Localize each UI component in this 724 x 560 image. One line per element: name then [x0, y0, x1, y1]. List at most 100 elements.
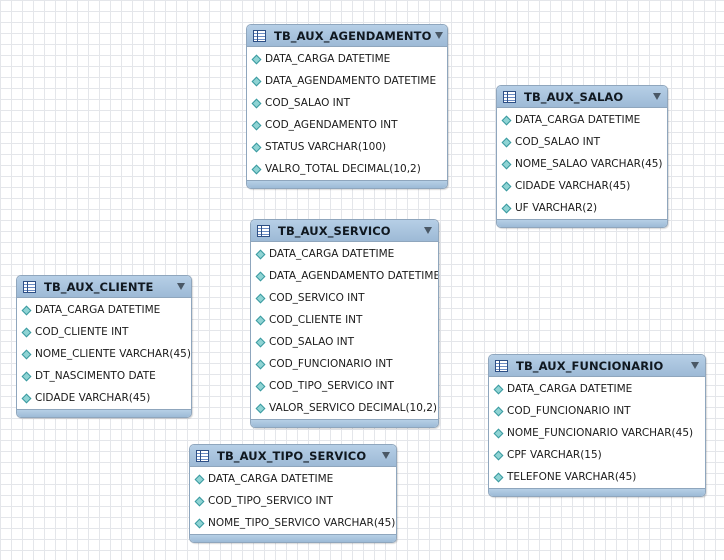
column-row[interactable]: NOME_FUNCIONARIO VARCHAR(45) — [489, 422, 705, 444]
column-row[interactable]: DATA_AGENDAMENTO DATETIME — [247, 70, 447, 92]
column-row[interactable]: VALOR_SERVICO DECIMAL(10,2) — [251, 397, 438, 419]
column-label: DATA_CARGA DATETIME — [515, 114, 641, 126]
column-label: COD_SALAO INT — [265, 97, 351, 109]
table-header[interactable]: TB_AUX_FUNCIONARIO — [489, 355, 705, 377]
column-diamond-icon — [493, 428, 504, 438]
column-row[interactable]: NOME_TIPO_SERVICO VARCHAR(45) — [190, 512, 396, 534]
column-row[interactable]: COD_SERVICO INT — [251, 287, 438, 309]
column-label: TELEFONE VARCHAR(45) — [507, 471, 637, 483]
table-footer — [247, 180, 447, 188]
column-diamond-icon — [21, 327, 32, 337]
column-row[interactable]: COD_CLIENTE INT — [251, 309, 438, 331]
column-diamond-icon — [251, 120, 262, 130]
collapse-triangle-icon[interactable] — [653, 93, 661, 100]
table-icon — [196, 449, 209, 462]
column-diamond-icon — [255, 359, 266, 369]
column-diamond-icon — [255, 271, 266, 281]
column-label: STATUS VARCHAR(100) — [265, 141, 387, 153]
column-diamond-icon — [255, 315, 266, 325]
column-diamond-icon — [501, 159, 512, 169]
column-row[interactable]: CIDADE VARCHAR(45) — [17, 387, 191, 409]
column-label: DT_NASCIMENTO DATE — [35, 370, 156, 382]
column-diamond-icon — [255, 381, 266, 391]
column-row[interactable]: DATA_CARGA DATETIME — [251, 243, 438, 265]
column-diamond-icon — [21, 349, 32, 359]
column-row[interactable]: COD_FUNCIONARIO INT — [489, 400, 705, 422]
column-label: NOME_CLIENTE VARCHAR(45) — [35, 348, 191, 360]
column-row[interactable]: DATA_CARGA DATETIME — [497, 109, 667, 131]
table-header[interactable]: TB_AUX_SALAO — [497, 86, 667, 108]
table-title: TB_AUX_FUNCIONARIO — [516, 358, 664, 373]
table-icon — [257, 224, 270, 237]
column-diamond-icon — [255, 337, 266, 347]
column-diamond-icon — [493, 472, 504, 482]
column-diamond-icon — [194, 518, 205, 528]
column-diamond-icon — [501, 115, 512, 125]
column-row[interactable]: COD_FUNCIONARIO INT — [251, 353, 438, 375]
column-row[interactable]: CIDADE VARCHAR(45) — [497, 175, 667, 197]
column-row[interactable]: CPF VARCHAR(15) — [489, 444, 705, 466]
column-diamond-icon — [21, 393, 32, 403]
column-label: DATA_AGENDAMENTO DATETIME — [269, 270, 439, 282]
column-diamond-icon — [501, 203, 512, 213]
table-footer — [17, 409, 191, 417]
table-footer — [489, 488, 705, 496]
column-row[interactable]: COD_TIPO_SERVICO INT — [190, 490, 396, 512]
column-row[interactable]: COD_SALAO INT — [247, 92, 447, 114]
table-title: TB_AUX_SERVICO — [278, 223, 391, 238]
column-row[interactable]: VALRO_TOTAL DECIMAL(10,2) — [247, 158, 447, 180]
table-tb-aux-salao[interactable]: TB_AUX_SALAO DATA_CARGA DATETIME COD_SALAO… — [496, 85, 668, 228]
table-header[interactable]: TB_AUX_CLIENTE — [17, 276, 191, 298]
collapse-triangle-icon[interactable] — [691, 362, 699, 369]
table-footer — [497, 219, 667, 227]
column-label: DATA_CARGA DATETIME — [265, 53, 391, 65]
table-icon — [253, 29, 266, 42]
column-diamond-icon — [251, 54, 262, 64]
column-label: COD_SALAO INT — [515, 136, 601, 148]
table-tb-aux-agendamento[interactable]: TB_AUX_AGENDAMENTO DATA_CARGA DATETIME DAT… — [246, 24, 448, 189]
column-row[interactable]: COD_CLIENTE INT — [17, 321, 191, 343]
table-header[interactable]: TB_AUX_TIPO_SERVICO — [190, 445, 396, 467]
column-diamond-icon — [251, 98, 262, 108]
column-label: NOME_FUNCIONARIO VARCHAR(45) — [507, 427, 694, 439]
table-header[interactable]: TB_AUX_SERVICO — [251, 220, 438, 242]
column-row[interactable]: DATA_CARGA DATETIME — [489, 378, 705, 400]
column-row[interactable]: DATA_CARGA DATETIME — [247, 48, 447, 70]
column-row[interactable]: STATUS VARCHAR(100) — [247, 136, 447, 158]
column-row[interactable]: DATA_CARGA DATETIME — [17, 299, 191, 321]
table-icon — [23, 280, 36, 293]
column-row[interactable]: COD_SALAO INT — [497, 131, 667, 153]
column-row[interactable]: COD_TIPO_SERVICO INT — [251, 375, 438, 397]
column-row[interactable]: NOME_CLIENTE VARCHAR(45) — [17, 343, 191, 365]
column-label: COD_TIPO_SERVICO INT — [208, 495, 333, 507]
table-tb-aux-servico[interactable]: TB_AUX_SERVICO DATA_CARGA DATETIME DATA_AG… — [250, 219, 439, 428]
column-label: CIDADE VARCHAR(45) — [35, 392, 151, 404]
collapse-triangle-icon[interactable] — [382, 452, 390, 459]
collapse-triangle-icon[interactable] — [177, 283, 185, 290]
column-label: NOME_TIPO_SERVICO VARCHAR(45) — [208, 517, 396, 529]
column-diamond-icon — [21, 305, 32, 315]
column-diamond-icon — [255, 293, 266, 303]
column-row[interactable]: DATA_AGENDAMENTO DATETIME — [251, 265, 438, 287]
column-row[interactable]: COD_SALAO INT — [251, 331, 438, 353]
column-label: COD_SALAO INT — [269, 336, 355, 348]
column-list: DATA_CARGA DATETIME COD_TIPO_SERVICO INT N… — [190, 467, 396, 534]
collapse-triangle-icon[interactable] — [424, 227, 432, 234]
column-label: CIDADE VARCHAR(45) — [515, 180, 631, 192]
column-row[interactable]: TELEFONE VARCHAR(45) — [489, 466, 705, 488]
collapse-triangle-icon[interactable] — [435, 32, 444, 39]
column-diamond-icon — [255, 249, 266, 259]
column-diamond-icon — [493, 406, 504, 416]
column-row[interactable]: UF VARCHAR(2) — [497, 197, 667, 219]
column-row[interactable]: DT_NASCIMENTO DATE — [17, 365, 191, 387]
column-row[interactable]: COD_AGENDAMENTO INT — [247, 114, 447, 136]
table-tb-aux-tipo-servico[interactable]: TB_AUX_TIPO_SERVICO DATA_CARGA DATETIME CO… — [189, 444, 397, 543]
column-row[interactable]: DATA_CARGA DATETIME — [190, 468, 396, 490]
table-header[interactable]: TB_AUX_AGENDAMENTO — [247, 25, 447, 47]
column-label: DATA_CARGA DATETIME — [208, 473, 334, 485]
column-row[interactable]: NOME_SALAO VARCHAR(45) — [497, 153, 667, 175]
